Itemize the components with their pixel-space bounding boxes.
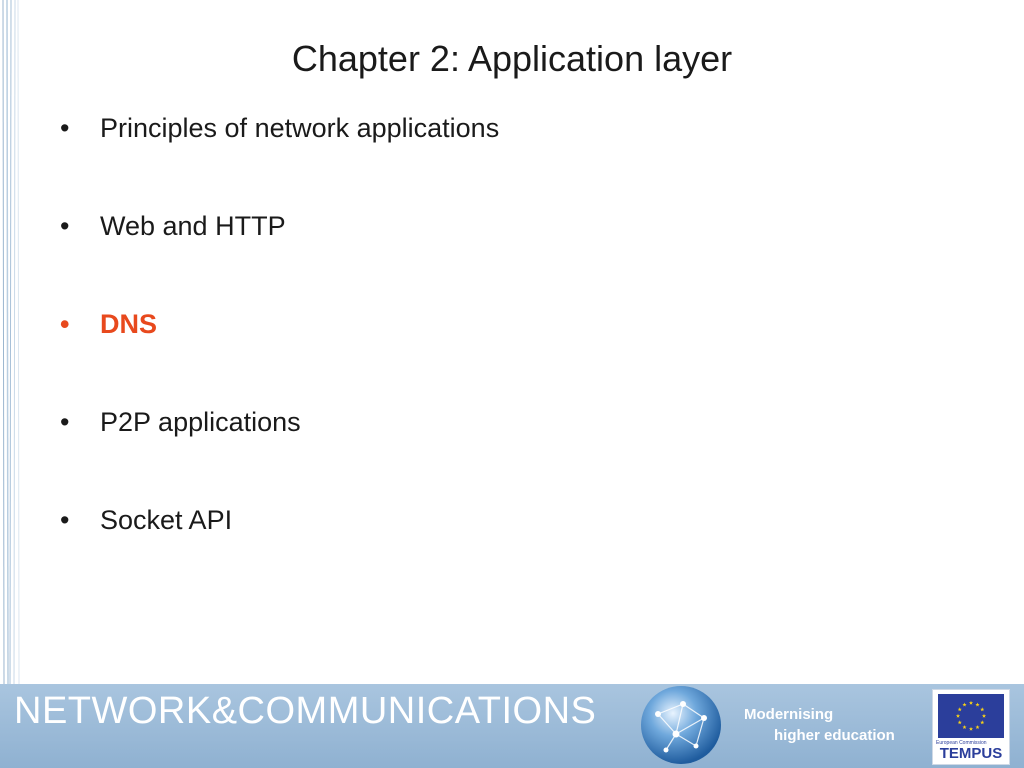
- bullet-item: • Web and HTTP: [60, 206, 499, 304]
- eu-star-icon: [962, 725, 967, 730]
- eu-star-icon: [968, 726, 974, 731]
- eu-star-icon: [975, 725, 980, 730]
- tagline: Modernising higher education: [744, 704, 895, 746]
- bullet-list: • Principles of network applications • W…: [60, 108, 499, 598]
- footer-title: NETWORK&COMMUNICATIONS: [14, 690, 597, 732]
- bullet-item: • Socket API: [60, 500, 499, 598]
- slide-title: Chapter 2: Application layer: [291, 38, 733, 79]
- eu-flag-icon: [938, 694, 1004, 738]
- tempus-logo: European Commission TEMPUS: [932, 689, 1010, 765]
- bullet-dot: •: [60, 407, 70, 437]
- tempus-caption: European Commission: [936, 740, 987, 746]
- eu-star-icon: [955, 713, 961, 718]
- bullet-dot: •: [60, 113, 70, 143]
- eu-star-icon: [968, 700, 974, 705]
- eu-star-icon: [957, 720, 962, 725]
- eu-star-icon: [957, 707, 962, 712]
- tagline-line-1: Modernising: [744, 706, 834, 723]
- tempus-word: TEMPUS: [939, 745, 1003, 762]
- bullet-label: Principles of network applications: [100, 113, 500, 143]
- globe-network-icon: [641, 686, 721, 764]
- eu-star-icon: [980, 720, 985, 725]
- bullet-label: Socket API: [100, 505, 233, 535]
- bullet-label: P2P applications: [100, 407, 301, 437]
- bullet-item: • P2P applications: [60, 402, 499, 500]
- eu-star-icon: [962, 702, 967, 707]
- footer-banner: NETWORK&COMMUNICATIONS: [0, 684, 1024, 768]
- bullet-item-active: • DNS: [60, 304, 499, 402]
- eu-star-icon: [981, 713, 987, 718]
- bullet-dot: •: [60, 211, 70, 241]
- bullet-label: DNS: [100, 309, 158, 339]
- bullet-item: • Principles of network applications: [60, 108, 499, 206]
- eu-star-icon: [980, 707, 985, 712]
- eu-star-icon: [975, 702, 980, 707]
- tagline-line-2: higher education: [774, 727, 895, 744]
- bullet-label: Web and HTTP: [100, 211, 286, 241]
- bullet-dot: •: [60, 309, 70, 339]
- bullet-dot: •: [60, 505, 70, 535]
- left-decorative-lines: [2, 0, 20, 684]
